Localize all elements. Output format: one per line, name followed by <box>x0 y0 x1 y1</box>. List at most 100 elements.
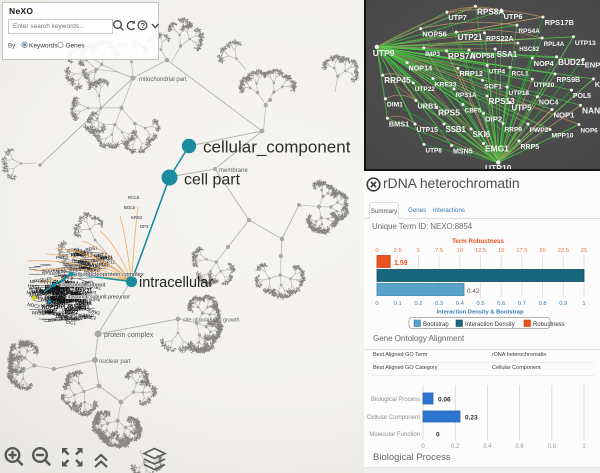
svg-text:URB1: URB1 <box>418 102 438 111</box>
svg-text:KRE2: KRE2 <box>131 215 143 220</box>
svg-text:NOC2: NOC2 <box>41 302 55 308</box>
svg-text:DBP10: DBP10 <box>75 301 91 307</box>
svg-text:RLP24: RLP24 <box>53 280 69 286</box>
svg-text:0.6: 0.6 <box>497 301 505 307</box>
svg-text:HAS1: HAS1 <box>28 283 41 290</box>
svg-text:protein complex: protein complex <box>104 332 154 339</box>
svg-text:NIP7: NIP7 <box>30 278 41 284</box>
svg-text:RRP45: RRP45 <box>384 76 411 85</box>
svg-text:LOC1: LOC1 <box>74 252 87 258</box>
svg-text:MAK21: MAK21 <box>32 289 48 294</box>
svg-text:DBP2: DBP2 <box>80 314 93 320</box>
svg-text:RPL5: RPL5 <box>99 255 112 262</box>
svg-text:RLP7: RLP7 <box>66 284 79 290</box>
svg-text:NOG1: NOG1 <box>68 307 82 312</box>
svg-text:Interaction Density & Bootstra: Interaction Density & Bootstrap <box>437 310 524 316</box>
svg-text:CIC1: CIC1 <box>76 305 87 310</box>
svg-text:0.23: 0.23 <box>465 415 478 422</box>
svg-text:RPF2: RPF2 <box>47 301 60 308</box>
svg-text:RRP9: RRP9 <box>505 127 523 134</box>
svg-text:?: ? <box>141 21 146 30</box>
svg-text:0: 0 <box>436 432 440 439</box>
svg-text:NOG2: NOG2 <box>45 298 59 305</box>
svg-text:25: 25 <box>581 248 587 254</box>
svg-text:PUF6: PUF6 <box>70 252 83 258</box>
svg-text:NOP15: NOP15 <box>48 315 64 323</box>
svg-text:RLP24: RLP24 <box>75 261 90 269</box>
svg-text:ERB1: ERB1 <box>58 310 71 316</box>
svg-text:NOP2: NOP2 <box>73 315 87 322</box>
svg-text:UTP22: UTP22 <box>415 86 436 93</box>
svg-text:NSA2: NSA2 <box>97 262 110 268</box>
svg-text:RPF2: RPF2 <box>77 259 90 265</box>
svg-text:YTM1: YTM1 <box>41 309 54 315</box>
svg-text:SPB4: SPB4 <box>58 299 71 305</box>
svg-text:NOP7: NOP7 <box>77 301 91 308</box>
svg-text:LOC1: LOC1 <box>63 292 77 298</box>
svg-text:DBP10: DBP10 <box>79 313 94 318</box>
svg-text:RPL5: RPL5 <box>71 251 84 258</box>
svg-text:NOP1: NOP1 <box>554 111 576 120</box>
svg-text:DBP2: DBP2 <box>44 295 58 301</box>
svg-text:Cellular Component: Cellular Component <box>367 415 420 421</box>
svg-text:TIF6: TIF6 <box>73 293 83 299</box>
svg-text:PUF6: PUF6 <box>52 296 65 302</box>
svg-text:0: 0 <box>375 301 378 307</box>
svg-text:0.6: 0.6 <box>515 444 524 450</box>
svg-text:20: 20 <box>539 248 545 254</box>
svg-text:NOP56: NOP56 <box>422 30 447 39</box>
svg-text:NOP2: NOP2 <box>77 304 91 311</box>
svg-text:NOG1: NOG1 <box>62 280 76 285</box>
svg-text:PUF6: PUF6 <box>73 296 86 302</box>
svg-text:NMD3: NMD3 <box>47 310 61 317</box>
svg-text:NOC4: NOC4 <box>539 100 559 107</box>
svg-text:RRS1: RRS1 <box>94 254 107 259</box>
svg-text:ENP1: ENP1 <box>585 61 600 70</box>
svg-text:NOC3: NOC3 <box>71 283 85 290</box>
svg-text:MRT4: MRT4 <box>50 284 63 291</box>
svg-text:SOF1: SOF1 <box>484 83 502 90</box>
svg-text:0.5: 0.5 <box>476 301 484 307</box>
svg-text:TIF6: TIF6 <box>52 290 62 296</box>
svg-text:CBF5: CBF5 <box>465 108 482 115</box>
svg-text:0.8: 0.8 <box>548 444 557 450</box>
svg-text:Interaction Density: Interaction Density <box>465 322 515 328</box>
svg-text:RPL11A: RPL11A <box>65 285 84 291</box>
svg-text:RRP5: RRP5 <box>521 144 540 151</box>
svg-text:cell part: cell part <box>184 172 241 189</box>
svg-text:UTP8: UTP8 <box>426 148 443 155</box>
svg-text:RPS8A: RPS8A <box>477 7 504 16</box>
svg-text:RPF2: RPF2 <box>31 295 44 302</box>
svg-text:RLP24: RLP24 <box>64 307 78 312</box>
svg-text:PUF6: PUF6 <box>56 254 69 260</box>
svg-text:UTP13: UTP13 <box>575 40 596 47</box>
svg-text:RPL5: RPL5 <box>82 262 94 268</box>
svg-text:HAS1: HAS1 <box>78 265 91 271</box>
svg-text:LOC1: LOC1 <box>61 316 73 321</box>
svg-text:UTP9: UTP9 <box>373 48 395 58</box>
svg-text:UTP7: UTP7 <box>448 13 466 22</box>
svg-text:NOP4: NOP4 <box>89 283 102 288</box>
svg-text:NOC2: NOC2 <box>56 312 70 318</box>
svg-text:MSN5: MSN5 <box>453 148 473 156</box>
svg-text:0.7: 0.7 <box>518 301 526 307</box>
svg-text:0.2: 0.2 <box>451 444 460 450</box>
svg-text:UTP5: UTP5 <box>512 104 533 113</box>
svg-text:RLP7: RLP7 <box>72 258 85 265</box>
svg-text:0.1: 0.1 <box>394 301 402 307</box>
svg-text:NSA2: NSA2 <box>75 299 88 306</box>
svg-text:membrane: membrane <box>219 168 248 174</box>
svg-text:ERB1: ERB1 <box>82 281 95 286</box>
svg-text:Molecular Function: Molecular Function <box>369 432 420 438</box>
svg-text:NSA2: NSA2 <box>77 306 90 312</box>
svg-text:UTP18: UTP18 <box>509 90 530 97</box>
svg-text:SKI6: SKI6 <box>473 130 491 139</box>
svg-text:22.5: 22.5 <box>558 248 569 254</box>
svg-text:RPS22A: RPS22A <box>486 35 514 43</box>
svg-text:RPS1A: RPS1A <box>42 271 58 276</box>
svg-text:RPS4A: RPS4A <box>519 28 541 35</box>
svg-text:LOC1: LOC1 <box>43 268 56 273</box>
svg-text:SSB1: SSB1 <box>446 125 467 134</box>
svg-text:DBP10: DBP10 <box>66 310 82 318</box>
svg-text:CIC1: CIC1 <box>82 284 94 290</box>
